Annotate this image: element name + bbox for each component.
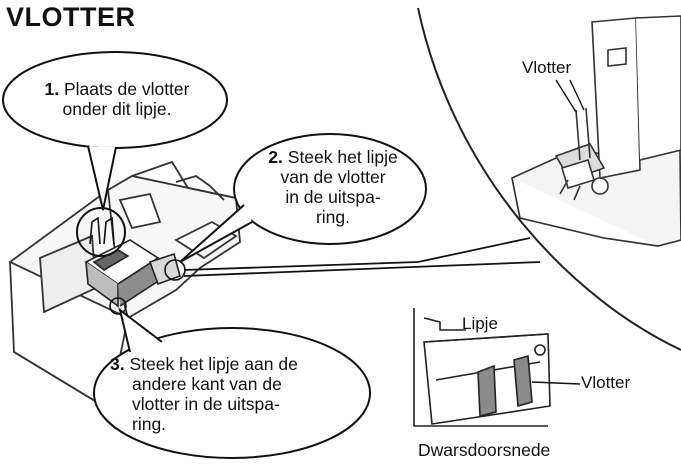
step-text-line: Steek het lipje [287,147,398,167]
step-3-callout: 3. Steek het lipje aan de andere kant va… [110,354,360,434]
step-text-line: in de uitspa- [285,187,381,207]
step-text-line: ring. [315,207,351,227]
step-text-line: van de vlotter [280,167,386,187]
page-title: VLOTTER [6,2,136,32]
step-number: 1. [44,79,60,99]
callout-bubble-3 [93,327,371,459]
float-slot-left [477,364,497,418]
step-text-line: onder dit lipje. [62,99,172,119]
step-number: 2. [268,147,283,167]
label-vlotter-detail: Vlotter [522,58,572,77]
label-cross-section: Dwarsdoorsnede [418,440,551,460]
leader-line-bottom [183,261,541,277]
callout-bubble-2 [233,133,427,245]
lip-detail-circle [76,207,126,257]
float-slot-right [513,354,533,408]
step-text-line: vlotter in de uitspa- [132,394,280,414]
leader-line-top [183,237,531,271]
detail-illustration [511,15,681,247]
vlotter-top-leader [555,79,585,113]
step-number: 3. [110,354,125,374]
step-text-line: Steek het lipje aan de [129,354,298,374]
step-text-line: Plaats de vlotter [64,79,190,99]
step-2-callout: 2. Steek het lipje van de vlotter in de … [238,147,428,227]
vlotter-cs-leader [531,381,581,385]
step-1-callout: 1. Plaats de vlotter onder dit lipje. [22,79,212,119]
divider-curve [417,7,681,351]
step-text-line: ring. [132,414,167,434]
step-text-line: andere kant van de [132,374,282,394]
label-lipje: Lipje [462,314,498,333]
label-vlotter-cross-section: Vlotter [581,373,631,392]
cross-section-drawing [413,308,551,427]
